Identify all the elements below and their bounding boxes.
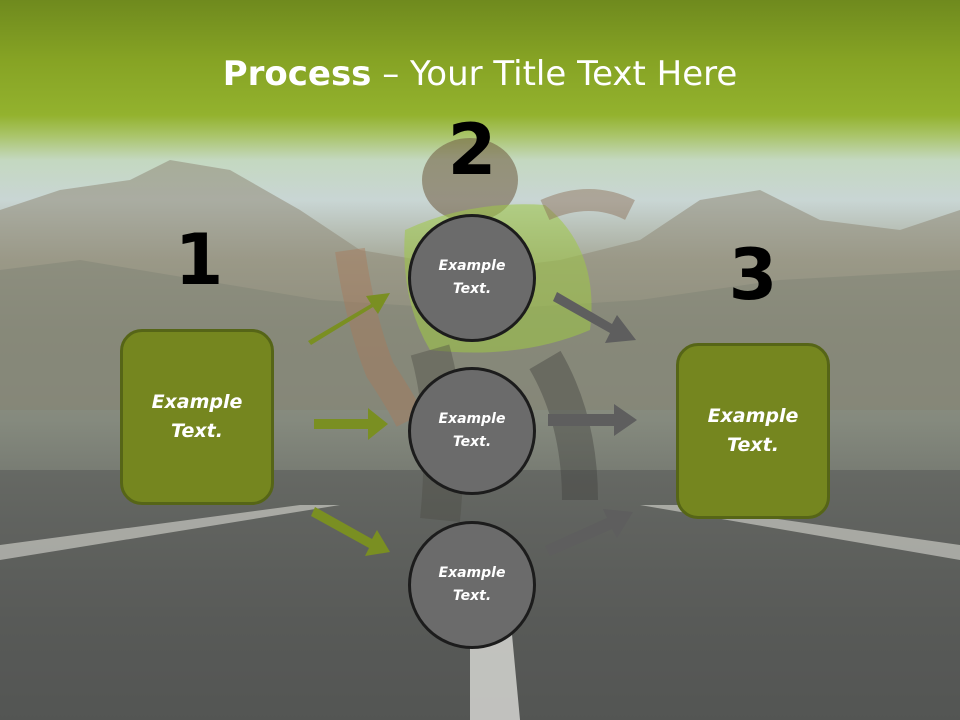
arrow-green-right (314, 408, 388, 440)
step-2-label-middle: Example Text. (438, 411, 506, 450)
step-3-number: 3 (728, 234, 778, 316)
step-1-box: Example Text. (120, 329, 274, 505)
slide-title: Process – Your Title Text Here (0, 54, 960, 94)
step-2-circle-middle: Example Text. (408, 367, 536, 495)
arrow-gray-up (545, 509, 633, 556)
arrow-green-up (308, 293, 390, 345)
step-2-circle-top: Example Text. (408, 214, 536, 342)
step-2-label-top: Example Text. (438, 258, 506, 297)
step-3-box: Example Text. (676, 343, 830, 519)
step-3-label: Example Text. (707, 405, 799, 456)
arrow-green-down (311, 507, 390, 556)
title-strong: Process (222, 54, 372, 94)
arrow-gray-right (548, 404, 637, 436)
step-1-label: Example Text. (151, 391, 243, 442)
arrow-gray-down (553, 292, 636, 343)
step-2-circle-bottom: Example Text. (408, 521, 536, 649)
step-1-number: 1 (174, 219, 224, 301)
title-rest: – Your Title Text Here (371, 54, 738, 94)
step-2-label-bottom: Example Text. (438, 565, 506, 604)
step-2-number: 2 (447, 109, 497, 191)
